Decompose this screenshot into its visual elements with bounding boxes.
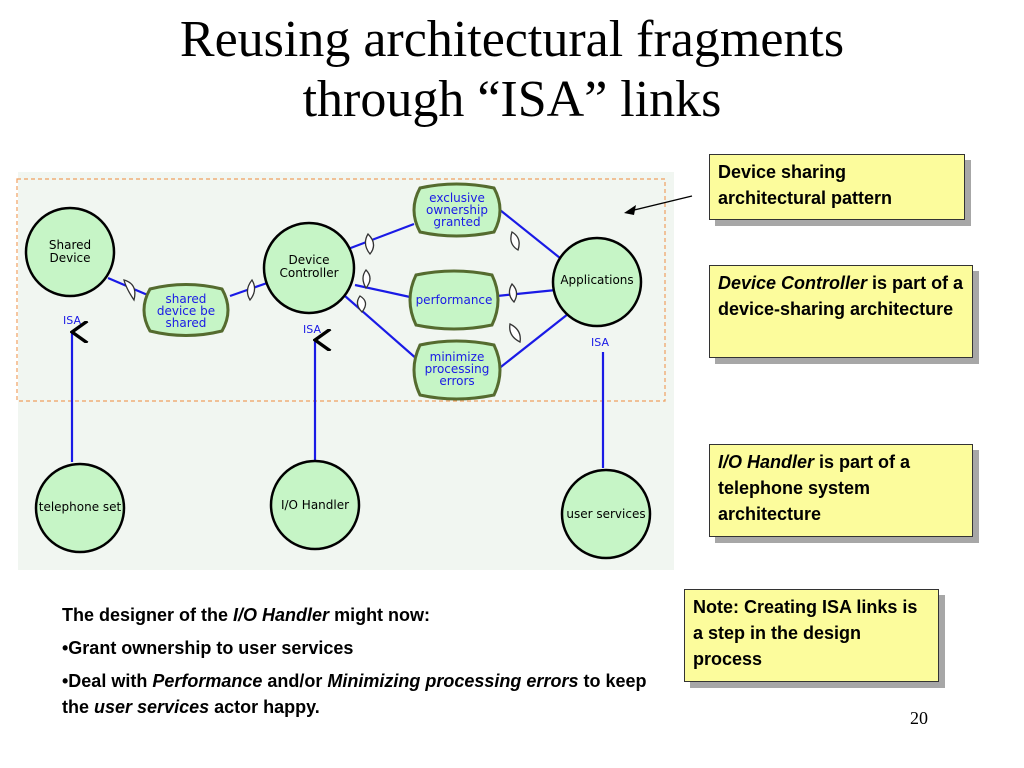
label-shared-device-2: Device (49, 251, 90, 265)
softgoal-minimize-errors (412, 339, 502, 401)
contribution-arc-1 (123, 279, 136, 302)
intro-after: might now: (329, 605, 431, 625)
label-applications: Applications (560, 273, 633, 287)
link-controller-exclusive (347, 222, 415, 251)
isa-label-io-handler: ISA (303, 323, 321, 336)
title-line-2: through “ISA” links (302, 71, 722, 128)
actor-device-controller (262, 221, 356, 315)
label-softgoal-minimize-2: processing (425, 362, 490, 376)
label-softgoal-performance: performance (416, 293, 493, 307)
contribution-arc-8 (509, 323, 521, 343)
label-softgoal-exclusive-2: ownership (426, 203, 488, 217)
isa-label-telephone: ISA (63, 314, 81, 327)
contribution-arc-7 (508, 282, 518, 304)
title-line-1: Reusing architectural fragments (179, 11, 845, 68)
contribution-arc-3 (364, 232, 375, 256)
actor-io-handler (269, 459, 361, 551)
label-user-services: user services (566, 507, 645, 521)
callout-io-emph: I/O Handler (718, 452, 815, 472)
label-shared-device-1: Shared (49, 238, 91, 252)
bullet2-e: to keep the (62, 671, 647, 717)
callout-pattern-text: Device sharing architectural pattern (718, 162, 893, 208)
link-controller-performance (354, 283, 411, 299)
bullet2-f: user services (94, 697, 210, 717)
isa-label-user-services: ISA (591, 336, 609, 349)
bullet2-a: •Deal with (62, 671, 153, 691)
contribution-arc-2 (246, 278, 256, 302)
label-softgoal-minimize-1: minimize (430, 350, 485, 364)
designer-intro: The designer of the I/O Handler might no… (62, 602, 662, 628)
callout-io-rest: is part of a telephone system architectu… (718, 452, 911, 524)
bullet2-c: and/or (262, 671, 328, 691)
label-device-controller-1: Device (288, 253, 329, 267)
link-controller-minimize (344, 295, 419, 361)
label-telephone-set: telephone set (39, 500, 122, 514)
softgoal-performance (408, 269, 500, 331)
actor-shared-device (24, 206, 116, 298)
callout-note-text: Note: Creating ISA links is a step in th… (693, 597, 918, 669)
contribution-arc-4 (362, 269, 371, 290)
bullet2-g: actor happy. (209, 697, 320, 717)
label-device-controller-2: Controller (279, 266, 338, 280)
callout-device-controller: Device Controller is part of a device-sh… (709, 265, 973, 358)
actor-applications (551, 236, 643, 328)
label-softgoal-exclusive-1: exclusive (429, 191, 485, 205)
contribution-arc-5 (356, 295, 367, 313)
intro-emph: I/O Handler (233, 605, 330, 625)
callout-pointer-arrowhead (624, 205, 636, 215)
label-softgoal-shared-2: device be (157, 304, 215, 318)
actor-telephone-set (34, 462, 126, 554)
page-number: 20 (910, 708, 928, 728)
callout-note: Note: Creating ISA links is a step in th… (684, 589, 939, 682)
label-softgoal-shared-3: shared (166, 316, 207, 330)
label-softgoal-minimize-3: errors (439, 374, 474, 388)
slide-title: Reusing architectural fragments through … (0, 10, 1024, 130)
label-softgoal-exclusive-3: granted (433, 215, 480, 229)
callout-pattern: Device sharing architectural pattern (709, 154, 965, 220)
designer-bullet-1: •Grant ownership to user services (62, 638, 354, 658)
link-performance-applications (496, 288, 557, 298)
label-io-handler: I/O Handler (281, 498, 349, 512)
bullet2-d: Minimizing processing errors (327, 671, 579, 691)
bullet2-b: Performance (152, 671, 263, 691)
designer-text: The designer of the I/O Handler might no… (62, 602, 662, 727)
link-exclusive-applications (499, 209, 561, 259)
intro-before: The designer of the (62, 605, 234, 625)
actor-user-services (560, 468, 652, 560)
pattern-boundary (16, 178, 666, 402)
softgoal-exclusive-ownership (412, 182, 502, 238)
link-minimize-applications (496, 313, 569, 371)
designer-bullet-2: •Deal with Performance and/or Minimizing… (62, 668, 662, 720)
callout-dc-emph: Device Controller (718, 273, 868, 293)
softgoal-shared-device-be-shared (142, 283, 230, 337)
contribution-arc-6 (510, 231, 520, 251)
callout-dc-rest: is part of a device-sharing architecture (718, 273, 964, 319)
callout-io-handler: I/O Handler is part of a telephone syste… (709, 444, 973, 537)
callout-pointer-arrow (629, 195, 693, 212)
label-softgoal-shared-1: shared (166, 292, 207, 306)
